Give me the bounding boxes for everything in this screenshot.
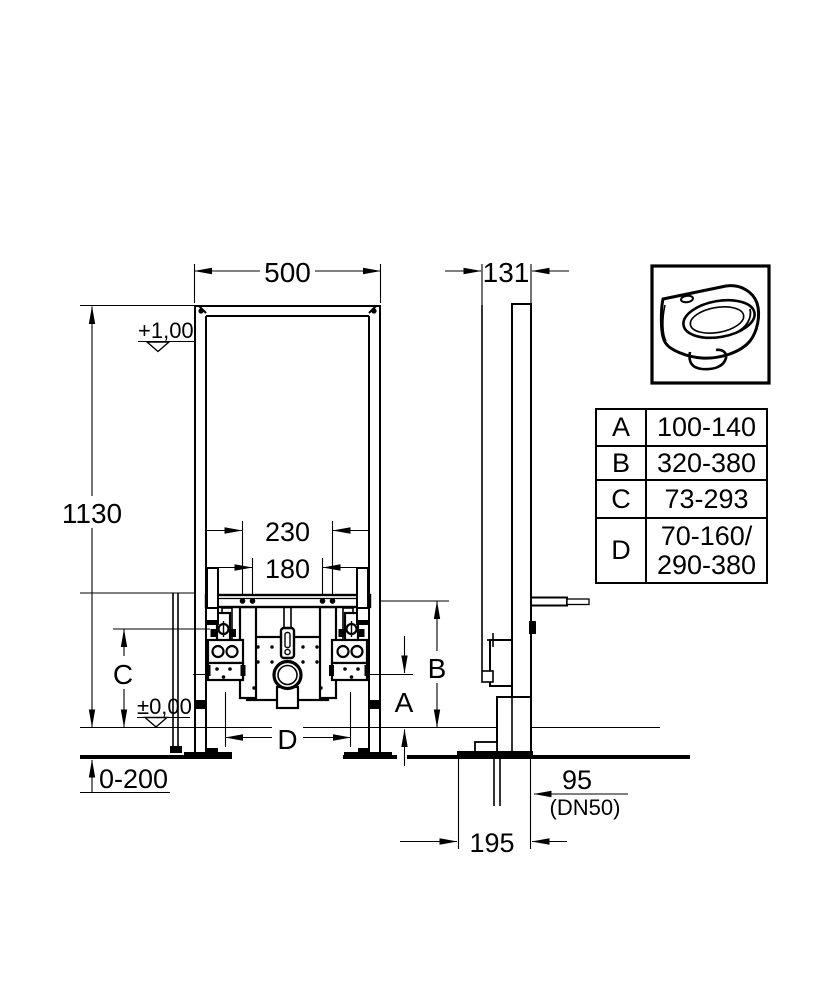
table-key-B: B bbox=[597, 447, 647, 479]
rail-studs bbox=[239, 598, 336, 604]
table-value-D-line1: 70-160/ bbox=[660, 520, 753, 551]
table-value-D-line2: 290-380 bbox=[656, 549, 757, 580]
side-connection-bracket bbox=[481, 633, 513, 687]
dim-230-label: 230 bbox=[265, 517, 310, 547]
level-plus100-label: +1,00 bbox=[138, 318, 194, 343]
left-pipe-foot bbox=[170, 746, 182, 753]
side-rail bbox=[511, 303, 532, 698]
dim-180-label: 180 bbox=[265, 554, 310, 584]
dim-500-label: 500 bbox=[264, 257, 311, 288]
dim-95-label: 95 bbox=[562, 765, 592, 795]
table-value-B: 320-380 bbox=[656, 447, 757, 478]
side-leg bbox=[496, 696, 532, 753]
table-row: D 70-160/ 290-380 bbox=[597, 517, 766, 582]
mounting-rod bbox=[530, 596, 568, 607]
table-key-D: D bbox=[597, 519, 647, 582]
level-plus100-triangle bbox=[145, 341, 171, 353]
bidet-icon-frame bbox=[650, 264, 771, 385]
mounting-rail bbox=[204, 593, 372, 609]
table-row: A 100-140 bbox=[597, 410, 766, 445]
level-markers bbox=[143, 341, 171, 728]
table-row: B 320-380 bbox=[597, 445, 766, 479]
dim-0-200-label: 0-200 bbox=[99, 764, 168, 794]
dim-dn50-label: (DN50) bbox=[550, 795, 621, 820]
frame-corner-screws bbox=[198, 308, 377, 314]
adjustment-range-table: A 100-140 B 320-380 C 73-293 D 70-160/ 2… bbox=[595, 408, 768, 584]
right-bracket bbox=[329, 611, 370, 682]
table-row: C 73-293 bbox=[597, 479, 766, 517]
level-zero-triangle bbox=[143, 716, 169, 728]
side-view bbox=[457, 303, 590, 806]
dim-B-label: B bbox=[428, 653, 447, 684]
left-pipe bbox=[172, 593, 179, 752]
drain-pipe-front bbox=[275, 685, 300, 710]
bidet-icon bbox=[650, 264, 771, 385]
table-value-A: 100-140 bbox=[656, 412, 757, 442]
dim-1130-label: 1130 bbox=[62, 498, 122, 529]
drain-strip bbox=[283, 607, 292, 629]
dim-C-label: C bbox=[113, 659, 133, 690]
dimension-labels: 500 131 1130 +1,00 ±0,00 230 180 C B A D… bbox=[60, 256, 620, 858]
table-value-D: 70-160/ 290-380 bbox=[647, 519, 766, 582]
table-value-C: 73-293 bbox=[664, 483, 749, 514]
rivet-dots bbox=[252, 645, 323, 690]
dim-A-label: A bbox=[395, 687, 414, 718]
side-base-plate bbox=[457, 751, 533, 757]
left-bracket bbox=[205, 611, 246, 682]
dim-D-label: D bbox=[277, 724, 297, 755]
dim-131-label: 131 bbox=[483, 257, 530, 288]
level-zero-label: ±0,00 bbox=[137, 694, 192, 719]
table-key-A: A bbox=[597, 410, 647, 445]
dimension-lines bbox=[80, 264, 660, 849]
dim-195-label: 195 bbox=[469, 828, 514, 858]
rod-block bbox=[529, 621, 536, 634]
table-key-C: C bbox=[597, 481, 647, 517]
